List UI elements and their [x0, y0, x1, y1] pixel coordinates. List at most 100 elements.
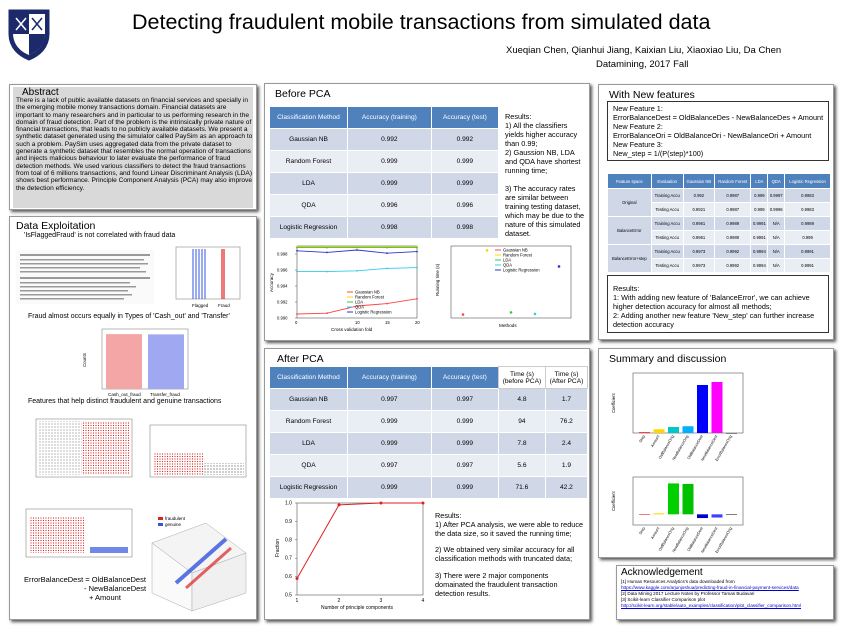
bar-Step — [639, 432, 650, 433]
formula-line-1: ErrorBalanceDest = OldBalanceDest — [24, 575, 146, 584]
x-tick-label: 1 — [296, 598, 299, 604]
col-time-after: Time (s) (After PCA) — [544, 366, 589, 389]
cell: 0.9989 — [784, 216, 831, 231]
acknowledgement-panel: Acknowledgement [1] Human Resources Anal… — [616, 565, 834, 620]
cell: 0.992 — [347, 128, 432, 151]
tick-label-Step: Step — [638, 527, 645, 536]
col-method: Classification Method — [269, 106, 348, 129]
cell: N/A — [767, 244, 786, 259]
cell: 0.999 — [347, 410, 432, 433]
col: LDA — [750, 173, 769, 189]
point-LDA — [356, 246, 358, 249]
ack-line-1: [1] Human Resources Analytics's data dow… — [621, 579, 735, 584]
feature-3-formula: New_step = 1/(P(step)*100) — [613, 149, 704, 158]
ack-link-2[interactable]: http://scikit-learn.org/stable/auto_exam… — [621, 603, 802, 608]
bar-OldBalanceOrig — [668, 483, 679, 515]
cell: 0.999 — [750, 202, 769, 217]
ack-link-1[interactable]: https://www.kaggle.com/arjunjoshua/predi… — [621, 585, 799, 590]
before-pca-result-1: 1) All the classifiers yields higher acc… — [505, 121, 578, 148]
col: Logistic Regression — [784, 173, 831, 189]
col: Feature space — [607, 173, 652, 189]
cell: 0.9991 — [784, 258, 831, 273]
cell: 0.997 — [347, 388, 432, 411]
y-axis-label: Running time (s) — [435, 263, 440, 296]
point — [337, 503, 341, 507]
university-shield-logo — [7, 8, 51, 62]
new-features-result-1: 1: With adding new feature of 'BalanceEr… — [613, 293, 810, 311]
cell: Testing Accu — [650, 258, 684, 273]
note-fraud-types: Fraud almost occurs equally in Types of … — [28, 313, 230, 320]
bar-Step — [639, 514, 650, 515]
point-Logistic Regression — [416, 250, 418, 253]
y-axis-label: Accuracy — [269, 272, 274, 292]
bar-OldBalanceDest — [697, 385, 708, 433]
col-method: Classification Method — [269, 366, 348, 389]
point-LDA — [509, 311, 513, 314]
y-tick-label: 0.996 — [277, 268, 288, 273]
point-LDA — [416, 246, 418, 249]
point-QDA — [416, 266, 418, 269]
x-tick-label: 10 — [355, 320, 360, 325]
after-pca-result-3: 3) There were 2 major components domaina… — [435, 571, 558, 598]
summary-title: Summary and discussion — [609, 353, 727, 365]
cell: 0.9921 — [682, 202, 716, 217]
x-tick-label: 15 — [385, 320, 390, 325]
point-Logistic Regression — [356, 249, 358, 251]
feature-scatter-thumbnail-2 — [144, 423, 248, 485]
before-pca-panel: Before PCA Classification Method Accurac… — [264, 83, 590, 341]
cell: 0.9989 — [714, 216, 752, 231]
data-table-thumbnail — [16, 250, 154, 304]
col-acc-train: Accuracy (training) — [347, 366, 432, 389]
abstract-panel: Abstract There is a lack of public avail… — [9, 84, 257, 210]
cell: 0.9973 — [682, 258, 716, 273]
y-tick-label: 0.8 — [285, 537, 292, 543]
cell: Testing Accu — [650, 202, 684, 217]
bar-ErrorBalanceOrig — [726, 514, 737, 515]
after-pca-results-heading: Results: — [435, 511, 462, 520]
tick-label-Amount: Amount — [650, 434, 660, 448]
cell: Training Accu — [650, 216, 684, 231]
cell: 0.992 — [430, 128, 500, 151]
abstract-title: Abstract — [22, 87, 59, 98]
cell: 0.9973 — [682, 244, 716, 259]
bar-Amount — [653, 513, 665, 515]
cell: 0.997 — [347, 454, 432, 477]
col-acc-test: Accuracy (test) — [430, 366, 500, 389]
plot-frame — [296, 502, 424, 596]
point-Gaussian NB — [326, 312, 328, 315]
x-tick-label: 20 — [415, 320, 420, 325]
x-tick-label: 2 — [338, 598, 341, 604]
point-Gaussian NB — [416, 297, 418, 300]
y-tick-label: 0.6 — [285, 574, 292, 580]
y-tick-label: 0.990 — [277, 316, 288, 321]
tick-label-Cash_out_fraud: Cash_out_fraud — [108, 392, 141, 397]
cell: 0.999 — [430, 432, 500, 455]
x-tick-label: 0 — [295, 320, 298, 325]
cell: 0.999 — [430, 476, 500, 499]
cell: N/A — [767, 258, 786, 273]
bar-NewBalanceOrig — [682, 426, 694, 433]
cell: Random Forest — [269, 410, 348, 433]
point-Logistic Regression — [557, 265, 561, 268]
y-tick-label: 0.5 — [285, 593, 292, 599]
point — [295, 576, 299, 580]
cell: 76.2 — [544, 410, 589, 433]
cell: 7.8 — [498, 432, 546, 455]
tick-label-ErrorBalanceOrig: ErrorBalanceOrig — [715, 527, 733, 554]
cell: LDA — [269, 172, 348, 195]
point-LDA — [326, 246, 328, 249]
cell: 0.9989 — [714, 230, 752, 245]
feature-1-label: New Feature 1: — [613, 104, 663, 113]
cell: 0.9991 — [784, 244, 831, 259]
cell: Gaussian NB — [269, 388, 348, 411]
data-exploitation-panel: Data Exploitation 'IsFlaggedFraud' is no… — [9, 216, 257, 620]
legend-label-QDA: QDA — [355, 305, 364, 310]
col-acc-test: Accuracy (test) — [430, 106, 500, 129]
cell: 0.9994 — [750, 244, 769, 259]
legend-label-Logistic Regression: Logistic Regression — [355, 310, 392, 315]
bar-NewBalanceOrig — [682, 483, 694, 515]
ack-line-2: [2] Data Mining 2017 Lecture Notes by Pr… — [621, 591, 755, 596]
point-QDA — [296, 270, 298, 273]
